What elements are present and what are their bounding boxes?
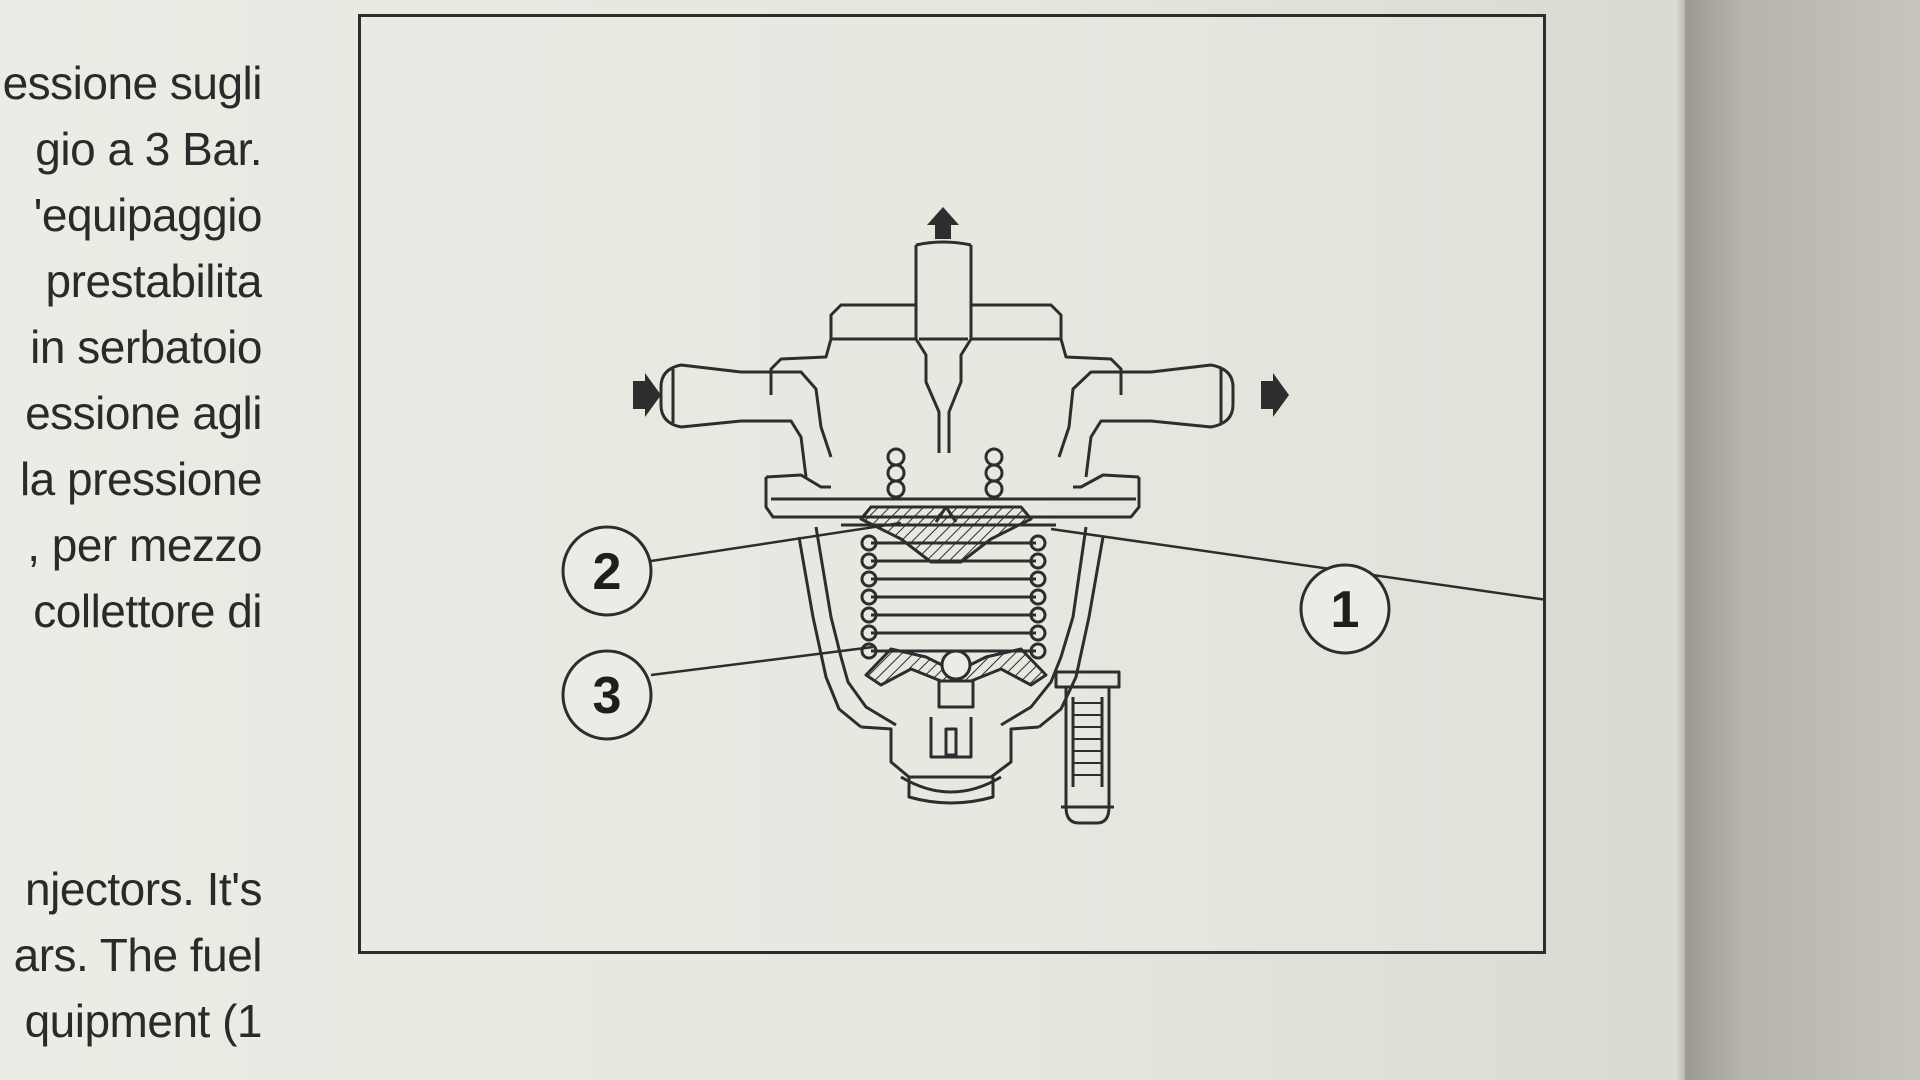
page-gutter bbox=[1674, 0, 1685, 1080]
right-outlet-pipe bbox=[1057, 363, 1235, 478]
text-line: prestabilita bbox=[45, 255, 262, 307]
left-inlet-pipe bbox=[659, 363, 833, 478]
text-line: essione agli bbox=[25, 387, 262, 439]
text-line: essione sugli bbox=[2, 57, 262, 109]
leader-lines bbox=[650, 521, 1543, 677]
callout-2-label: 2 bbox=[593, 543, 622, 601]
left-column-english-text: njectors. It's ars. The fuel quipment (1 bbox=[0, 856, 262, 1054]
callout-2: 2 bbox=[561, 525, 653, 617]
text-line: in serbatoio bbox=[30, 321, 262, 373]
callout-1-label: 1 bbox=[1331, 581, 1360, 639]
top-outlet-pipe bbox=[914, 240, 973, 453]
text-line: ars. The fuel bbox=[13, 929, 262, 981]
book-page bbox=[0, 0, 1685, 1080]
text-line: 'equipaggio bbox=[33, 189, 262, 241]
small-upper-spring bbox=[886, 447, 1004, 499]
upper-housing bbox=[769, 303, 1123, 395]
fuel-pressure-regulator-diagram: 2 3 1 bbox=[561, 207, 1543, 825]
callout-3-label: 3 bbox=[593, 667, 622, 725]
flow-arrows bbox=[633, 207, 1289, 417]
text-line: njectors. It's bbox=[25, 863, 262, 915]
outlet-right-arrow bbox=[1261, 373, 1289, 417]
lower-housing bbox=[797, 526, 1105, 805]
vacuum-tube bbox=[1054, 670, 1121, 825]
text-line: la pressione bbox=[19, 453, 262, 505]
callout-3: 3 bbox=[561, 649, 653, 741]
text-line: , per mezzo bbox=[27, 519, 262, 571]
lower-valve-seat bbox=[864, 647, 1048, 709]
text-line: quipment (1 bbox=[24, 995, 262, 1047]
text-line: gio a 3 Bar. bbox=[35, 123, 262, 175]
book-edge-background bbox=[1685, 0, 1920, 1080]
left-column-italian-text: essione sugli gio a 3 Bar. 'equipaggio p… bbox=[0, 50, 262, 644]
outlet-up-arrow bbox=[927, 207, 959, 239]
callout-1: 1 bbox=[1299, 563, 1391, 655]
figure-frame: 2 3 1 bbox=[358, 14, 1546, 954]
inlet-left-arrow bbox=[633, 373, 661, 417]
text-line: collettore di bbox=[33, 585, 262, 637]
